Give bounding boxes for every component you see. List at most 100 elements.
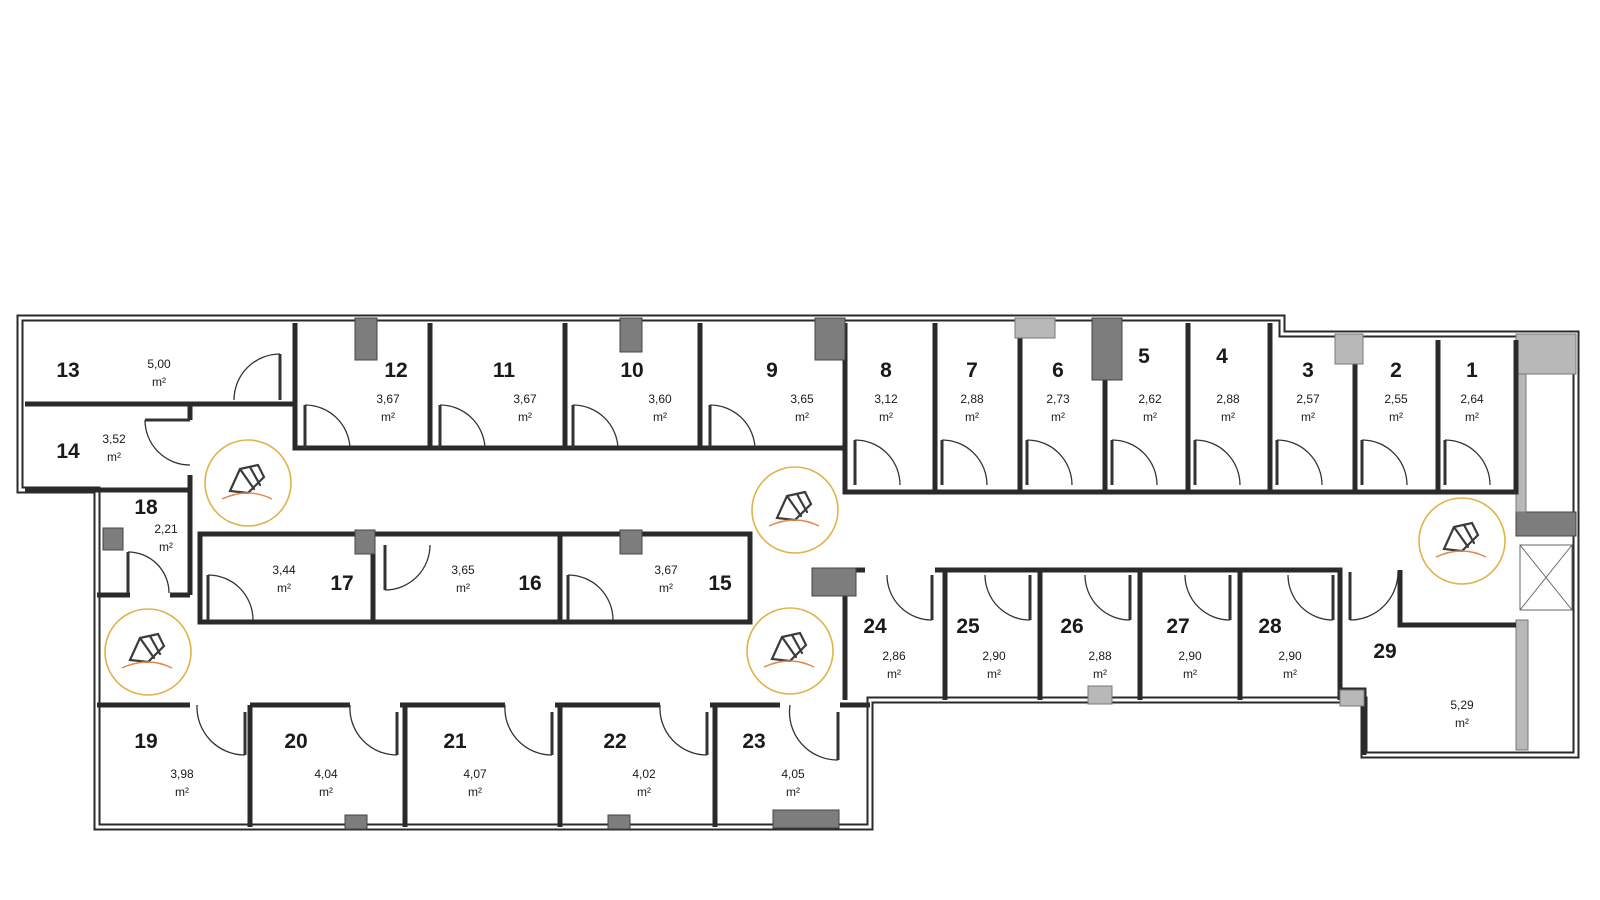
door-swing-icon: [233, 353, 282, 401]
pillar: [814, 317, 846, 361]
pillar: [619, 317, 643, 353]
room-number: 26: [1060, 615, 1083, 638]
room-number: 17: [330, 572, 353, 595]
room-area: 2,88: [1088, 649, 1112, 663]
pillar: [1087, 685, 1113, 705]
watermark-stamp-icon: [104, 608, 192, 696]
room-area-unit: m²: [965, 410, 979, 424]
room-number: 14: [56, 440, 80, 463]
room-area: 4,05: [781, 767, 805, 781]
room-area: 2,62: [1138, 392, 1162, 406]
pillar: [1339, 689, 1365, 707]
room-area-unit: m²: [1389, 410, 1403, 424]
room-area-unit: m²: [381, 410, 395, 424]
door-swing-icon: [886, 574, 934, 621]
door-swing-icon: [571, 404, 619, 449]
room-area-unit: m²: [456, 581, 470, 595]
room-number: 10: [620, 359, 643, 382]
door-swing-icon: [1275, 439, 1323, 486]
door-swing-icon: [1360, 439, 1408, 486]
room-number: 6: [1052, 359, 1064, 382]
door-swing-icon: [1348, 571, 1399, 621]
room-number: 1: [1466, 359, 1478, 382]
room-area-unit: m²: [152, 375, 166, 389]
room-area-unit: m²: [1183, 667, 1197, 681]
pillar: [354, 317, 378, 361]
room-area: 2,86: [882, 649, 906, 663]
pillar: [344, 814, 368, 830]
room-area-unit: m²: [319, 785, 333, 799]
room-number: 27: [1166, 615, 1189, 638]
door-swing-icon: [144, 418, 191, 466]
room-area: 2,88: [960, 392, 984, 406]
door-swing-icon: [1193, 439, 1241, 486]
pillar: [102, 527, 124, 551]
room-area-unit: m²: [1465, 410, 1479, 424]
room-area-unit: m²: [653, 410, 667, 424]
watermark-stamps: [104, 439, 1506, 696]
door-swing-icon: [659, 704, 709, 756]
pillar: [772, 809, 840, 829]
room-area-unit: m²: [107, 450, 121, 464]
room-number: 11: [493, 359, 516, 382]
room-area: 3,98: [170, 767, 194, 781]
pillar: [1014, 317, 1056, 339]
room-area: 3,60: [648, 392, 672, 406]
pillar: [607, 814, 631, 830]
room-area: 3,67: [376, 392, 400, 406]
door-swing-icon: [1084, 574, 1132, 621]
door-swing-icon: [566, 574, 614, 621]
room-area: 4,04: [314, 767, 338, 781]
door-swing-icon: [708, 404, 756, 449]
room-area-unit: m²: [277, 581, 291, 595]
room-area: 4,02: [632, 767, 656, 781]
bottom-row-partitions: [97, 702, 870, 827]
room-number: 13: [56, 359, 79, 382]
room-area: 5,00: [147, 357, 171, 371]
right-bottom-partitions: [842, 567, 1516, 755]
room-number: 3: [1302, 359, 1314, 382]
room-number: 15: [708, 572, 732, 595]
room-number: 21: [443, 730, 467, 753]
room-area: 3,65: [790, 392, 814, 406]
room-area-unit: m²: [1221, 410, 1235, 424]
door-swing-icon: [940, 439, 988, 486]
pillar: [1515, 619, 1529, 751]
pillar: [811, 567, 857, 597]
room-area: 5,29: [1450, 698, 1474, 712]
door-swing-icon: [853, 439, 901, 486]
door-swing-icon: [1025, 439, 1073, 486]
room-area-unit: m²: [468, 785, 482, 799]
room-area-unit: m²: [518, 410, 532, 424]
door-swing-icon: [206, 574, 254, 621]
room-area-unit: m²: [1093, 667, 1107, 681]
door-swing-icon: [126, 551, 170, 594]
room-area-unit: m²: [987, 667, 1001, 681]
room-area: 2,88: [1216, 392, 1240, 406]
room-number: 8: [880, 359, 892, 382]
room-area-unit: m²: [637, 785, 651, 799]
room-area: 2,57: [1296, 392, 1320, 406]
top-row-partitions: [25, 323, 1519, 495]
room-number: 28: [1258, 615, 1282, 638]
room-area: 3,12: [874, 392, 898, 406]
room-area: 3,65: [451, 563, 475, 577]
door-swing-icon: [349, 704, 399, 756]
pillar: [1515, 333, 1577, 375]
room-area: 2,90: [982, 649, 1006, 663]
door-swing-icon: [1184, 574, 1232, 621]
room-number: 16: [518, 572, 541, 595]
door-swing-icon: [984, 574, 1032, 621]
door-swing-icon: [196, 704, 247, 756]
stair-icon: [1519, 544, 1573, 611]
room-area: 3,44: [272, 563, 296, 577]
room-area-unit: m²: [1301, 410, 1315, 424]
room-area-unit: m²: [795, 410, 809, 424]
room-number: 22: [603, 730, 626, 753]
watermark-stamp-icon: [746, 607, 834, 695]
room-number: 20: [284, 730, 307, 753]
room-number: 19: [134, 730, 157, 753]
watermark-stamp-icon: [1418, 497, 1506, 585]
pillar: [354, 529, 376, 555]
